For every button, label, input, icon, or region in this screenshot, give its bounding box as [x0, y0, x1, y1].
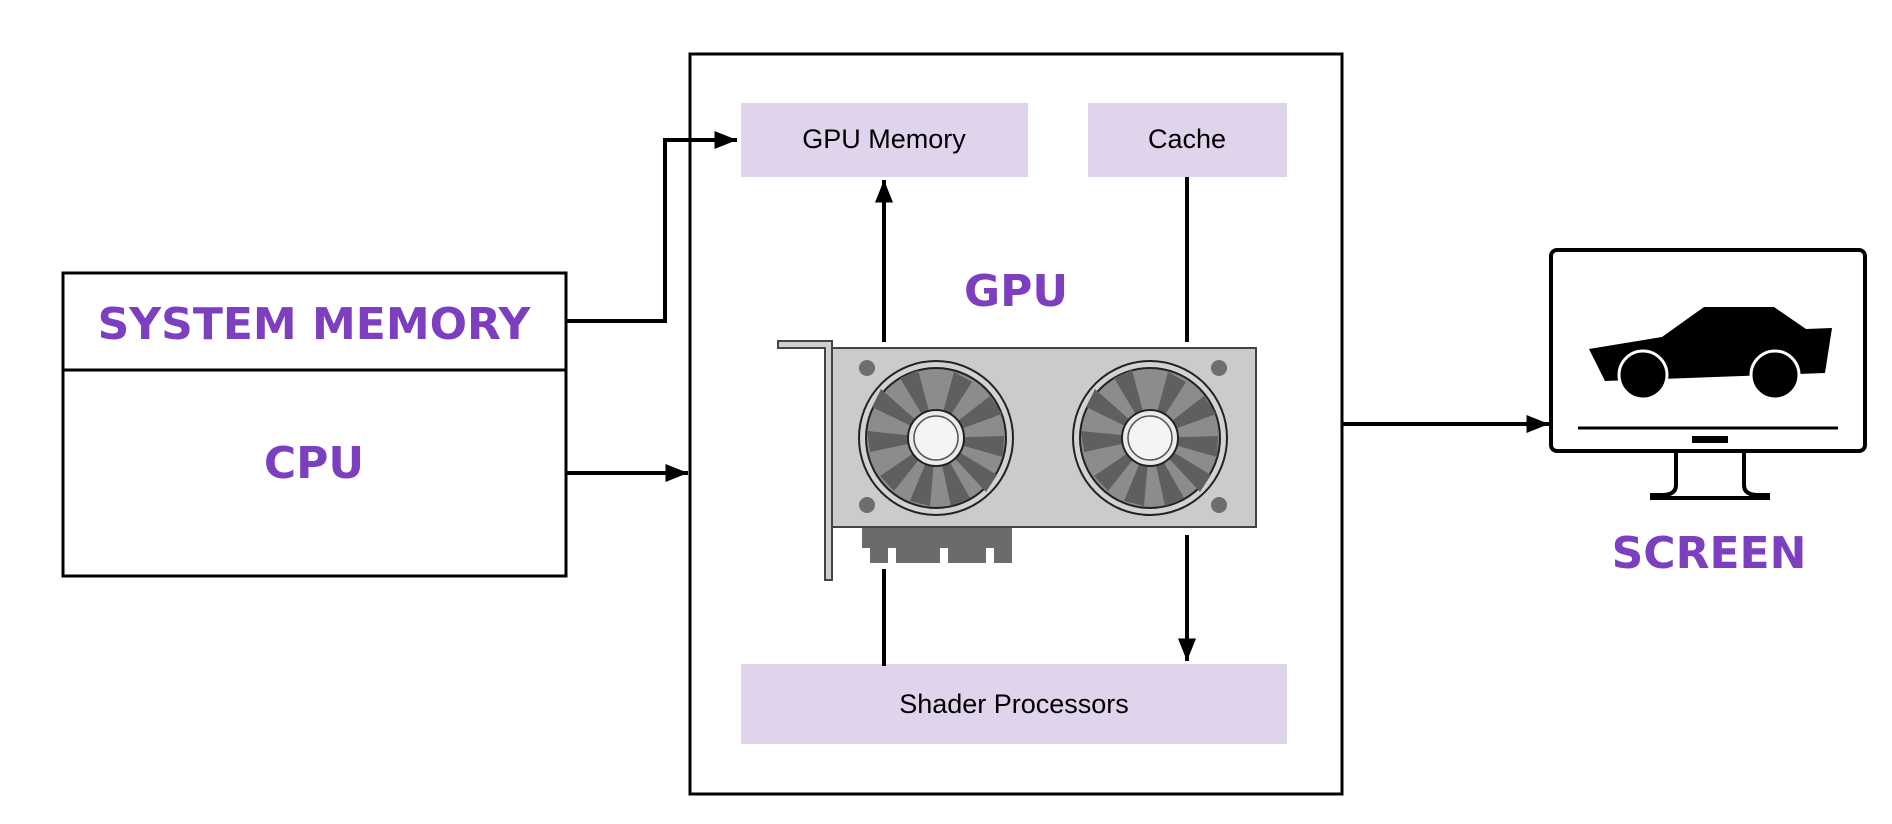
shader-processors-label: Shader Processors	[899, 689, 1129, 719]
connectors	[566, 131, 1549, 666]
gpu-memory-label: GPU Memory	[802, 124, 966, 154]
fan-left	[858, 360, 1014, 516]
arrow-system-memory-to-gpu-memory	[566, 131, 737, 323]
system-memory-label: SYSTEM MEMORY	[98, 299, 532, 350]
gpu-memory-box	[741, 103, 1028, 177]
car-icon	[1589, 307, 1832, 401]
system-memory-box	[61, 271, 568, 372]
monitor-icon	[1549, 248, 1867, 500]
fan-right	[1072, 360, 1228, 516]
screen-label: SCREEN	[1612, 528, 1807, 579]
shader-processors-box	[741, 664, 1287, 744]
host-box: SYSTEM MEMORY CPU	[61, 271, 568, 578]
graphics-card-icon	[777, 340, 1257, 581]
cpu-label: CPU	[264, 438, 364, 489]
cache-label: Cache	[1148, 124, 1226, 154]
gpu-label: GPU	[964, 266, 1068, 317]
cache-box	[1088, 103, 1287, 177]
cpu-box	[61, 368, 568, 578]
